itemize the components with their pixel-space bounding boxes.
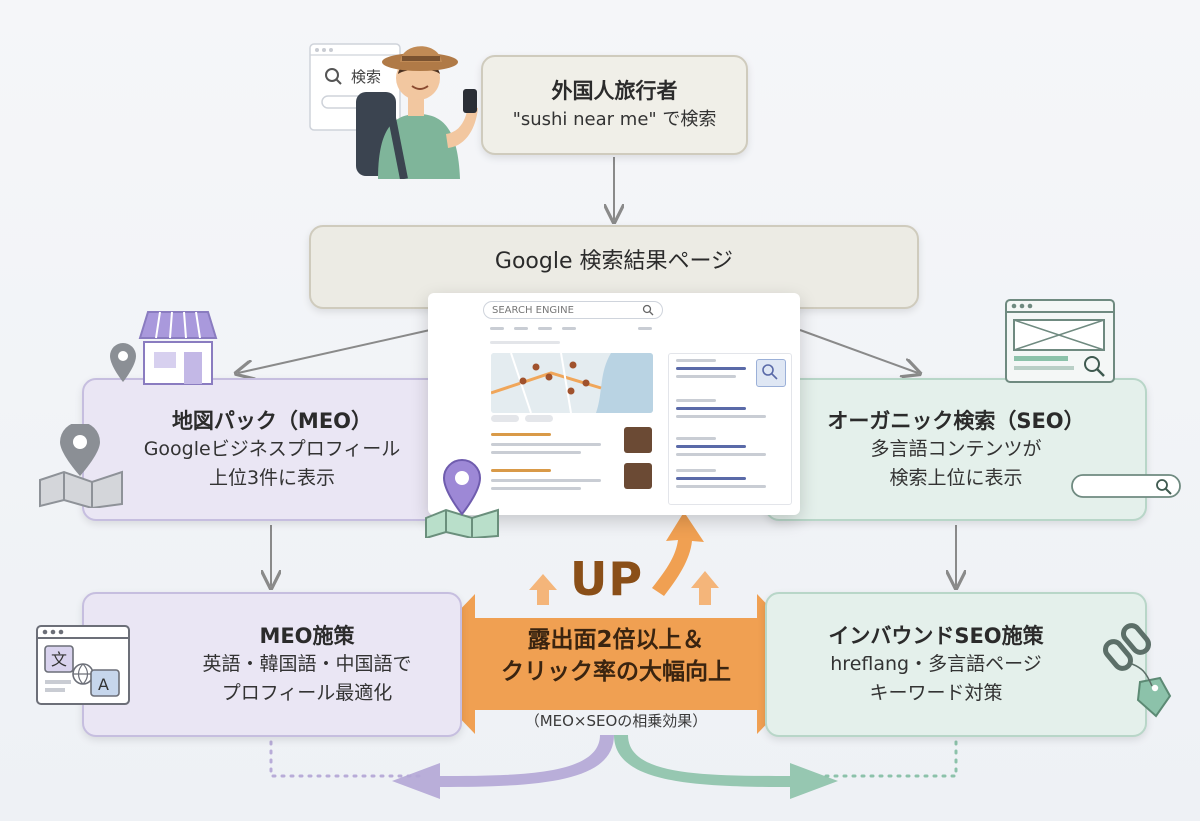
traveler-box: 外国人旅行者 "sushi near me" で検索: [481, 55, 748, 155]
dotted-loop-right: [818, 740, 958, 778]
green-feedback-arrow: [614, 735, 838, 799]
search-bar-icon: [1071, 474, 1181, 498]
serp-search-icon: [642, 304, 654, 316]
up-arrow-big: [652, 512, 704, 596]
serp-mockup: SEARCH ENGINE: [428, 293, 800, 515]
meo-measures-line1: 英語・韓国語・中国語で: [202, 653, 412, 676]
seo-organic-line2: 検索上位に表示: [889, 466, 1023, 489]
center-line1: 露出面2倍以上＆: [527, 627, 705, 653]
orange-double-arrow: [408, 594, 824, 734]
traveler-title: 外国人旅行者: [551, 79, 678, 104]
svg-text:A: A: [98, 675, 109, 694]
google-title: Google 検索結果ページ: [494, 249, 734, 274]
seo-measures-line1: hreflang・多言語ページ: [830, 653, 1042, 676]
store-icon: [138, 311, 218, 385]
meo-pack-line1: Googleビジネスプロフィール: [143, 438, 401, 461]
serp-zoom-icon: [762, 364, 778, 380]
meo-measures-box: MEO施策 英語・韓国語・中国語で プロフィール最適化: [82, 592, 462, 737]
meo-pack-title: 地図パック（MEO）: [171, 408, 373, 433]
meo-pack-line2: 上位3件に表示: [208, 466, 336, 489]
seo-measures-box: インバウンドSEO施策 hreflang・多言語ページ キーワード対策: [765, 592, 1147, 737]
traveler-subtitle: "sushi near me" で検索: [512, 108, 717, 130]
person-traveler-icon: [356, 46, 478, 179]
search-label: 検索: [351, 68, 382, 86]
webpage-icon: [1005, 299, 1115, 383]
serp-map: [491, 353, 653, 413]
translate-icon: 文 A: [36, 625, 130, 705]
link-tag-icon: [1103, 623, 1172, 718]
seo-organic-title: オーガニック検索（SEO）: [827, 408, 1085, 433]
svg-text:文: 文: [51, 650, 67, 669]
meo-pack-box: 地図パック（MEO） Googleビジネスプロフィール 上位3件に表示: [82, 378, 462, 521]
arrow-google-to-seo: [799, 329, 918, 373]
map-purple-pin-icon: [425, 459, 499, 538]
up-arrow-right: [691, 571, 719, 605]
purple-feedback-arrow: [392, 735, 614, 799]
arrow-google-to-meo: [238, 329, 431, 373]
dotted-loop-left: [269, 740, 422, 778]
meo-measures-line2: プロフィール最適化: [221, 681, 393, 704]
up-arrow-left: [529, 574, 557, 605]
meo-measures-title: MEO施策: [259, 623, 355, 648]
center-line2: クリック率の大幅向上: [501, 658, 731, 685]
map-pin-icon: [110, 343, 136, 382]
seo-organic-box: オーガニック検索（SEO） 多言語コンテンツが 検索上位に表示: [765, 378, 1147, 521]
center-headline: 露出面2倍以上＆ クリック率の大幅向上: [470, 625, 762, 688]
seo-measures-line2: キーワード対策: [869, 681, 1003, 704]
map-icon: [39, 424, 123, 508]
up-label: UP: [570, 552, 644, 606]
serp-search-input: SEARCH ENGINE: [483, 301, 663, 319]
seo-measures-title: インバウンドSEO施策: [828, 623, 1044, 648]
seo-organic-line1: 多言語コンテンツが: [870, 438, 1042, 461]
center-note: （MEO×SEOの相乗効果）: [524, 712, 708, 730]
